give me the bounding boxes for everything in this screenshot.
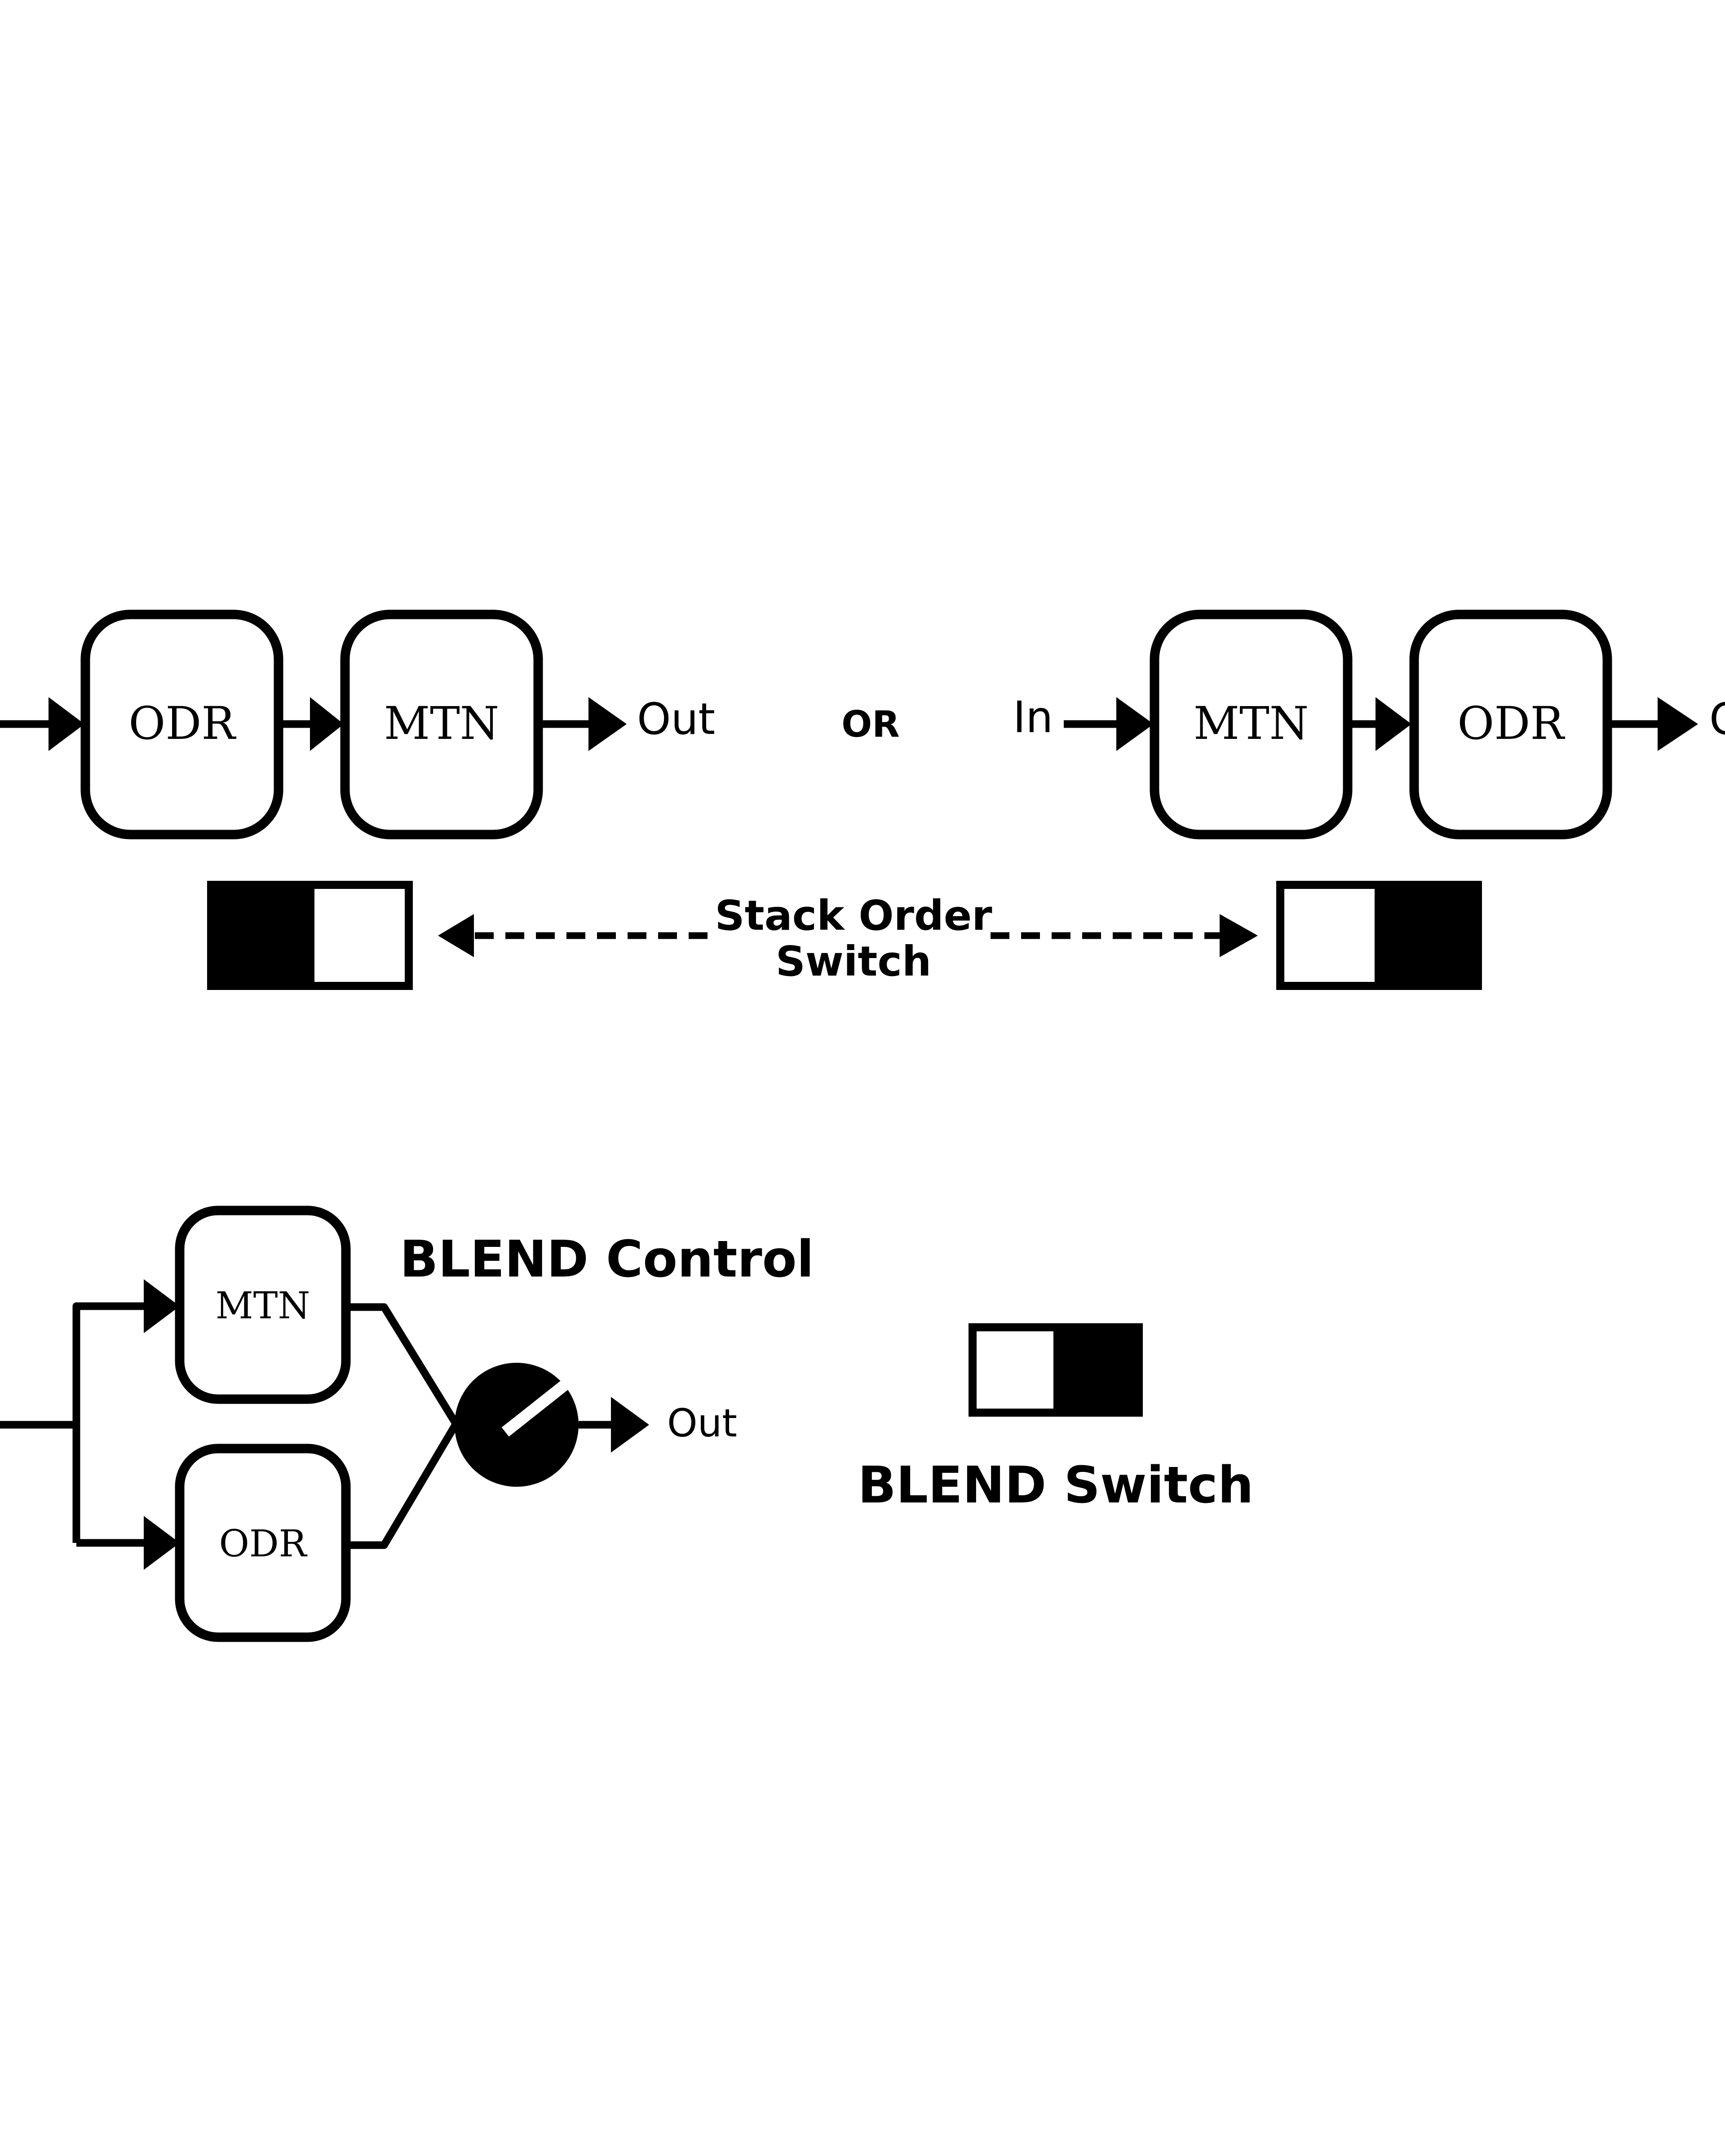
blend-switch: BLEND Switch: [858, 1323, 1254, 1515]
arrow-head-icon: [144, 1516, 180, 1570]
out-label-cropped: Out: [1709, 694, 1725, 744]
odr-label: ODR: [128, 697, 236, 750]
knob-pointer: [501, 1377, 572, 1437]
mtn-label: MTN: [1194, 697, 1309, 750]
stack-order-switch: Stack Order Switch: [207, 881, 1482, 990]
arrow-head-icon: [611, 1397, 649, 1453]
series-path-left: ODR MTN Out: [0, 610, 715, 839]
arrow-head-icon: [588, 697, 627, 751]
stack-order-label-line2: Switch: [776, 937, 932, 985]
arrow-head-icon: [49, 697, 84, 751]
series-path-right: In MTN ODR Out: [1013, 610, 1725, 839]
arrow-head-icon: [1658, 697, 1698, 751]
split-wire: [72, 1302, 148, 1543]
switch-left-fill: [211, 885, 314, 986]
out-label: Out: [637, 694, 715, 744]
arrow-head-icon: [1116, 697, 1154, 751]
blend-switch-fill: [1053, 1327, 1139, 1413]
arrow-head-icon: [144, 1279, 180, 1333]
stack-order-label-line1: Stack Order: [715, 892, 992, 940]
blend-path: MTN ODR Out BLEND Control: [0, 1206, 814, 1642]
merge-wire-upper: [346, 1303, 460, 1426]
arrow-head-icon: [1220, 914, 1258, 957]
odr-label: ODR: [1457, 697, 1565, 750]
merge-wire-lower: [346, 1422, 460, 1549]
blend-control-label: BLEND Control: [400, 1230, 814, 1289]
odr-label: ODR: [219, 1523, 308, 1565]
arrow-head-icon: [310, 697, 344, 751]
arrow-head-icon: [1376, 697, 1411, 751]
arrow-head-icon: [438, 914, 474, 957]
mtn-label: MTN: [216, 1285, 310, 1327]
switch-right-fill: [1375, 885, 1478, 986]
blend-switch-label: BLEND Switch: [858, 1456, 1253, 1515]
or-label: OR: [841, 703, 900, 745]
out-label: Out: [667, 1401, 737, 1446]
mtn-label: MTN: [384, 697, 500, 750]
in-label: In: [1013, 692, 1053, 742]
